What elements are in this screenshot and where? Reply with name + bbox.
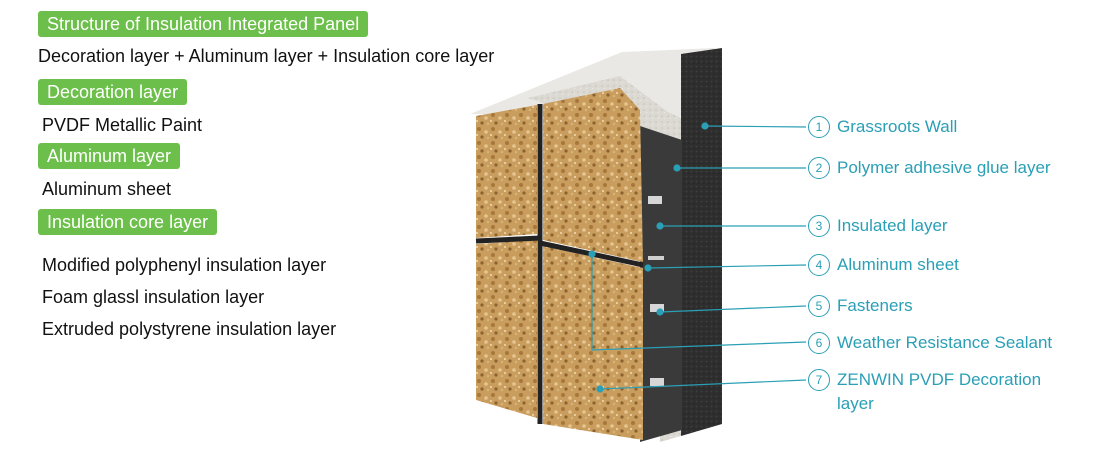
leader-line-6: [591, 254, 807, 351]
callout-number: 4: [808, 254, 830, 276]
callout-weather-sealant: 6 Weather Resistance Sealant: [808, 331, 1052, 355]
callout-label: Polymer adhesive glue layer: [837, 158, 1051, 177]
callout-label: Fasteners: [837, 296, 913, 315]
callout-label: Weather Resistance Sealant: [837, 333, 1053, 352]
leader-line-5: [659, 305, 807, 313]
callout-label: ZENWIN PVDF Decoration layer: [837, 370, 1042, 413]
callout-number: 1: [808, 116, 830, 138]
section-item-pvdf: PVDF Metallic Paint: [42, 115, 203, 135]
leader-dot-7: [596, 385, 604, 393]
callout-polymer-adhesive: 2 Polymer adhesive glue layer: [808, 156, 1051, 180]
diagram-title: Structure of Insulation Integrated Panel: [38, 11, 369, 37]
section-heading-insulation: Insulation core layer: [38, 209, 218, 235]
leader-line-4: [647, 264, 807, 269]
sealant-joint-horizontal-left: [475, 235, 541, 244]
callout-fasteners: 5 Fasteners: [808, 294, 913, 318]
fastener-mark-3: [650, 304, 664, 312]
section-item-aluminum-sheet: Aluminum sheet: [42, 179, 172, 199]
decoration-panel-top-left: [476, 105, 537, 238]
grassroots-wall-front: [681, 48, 722, 436]
decoration-panel-top-right: [543, 88, 643, 262]
callout-label: Grassroots Wall: [837, 117, 958, 136]
leader-dot-5: [656, 308, 664, 316]
callout-grassroots-wall: 1 Grassroots Wall: [808, 115, 957, 139]
insulated-layer: [640, 126, 682, 442]
section-heading-aluminum: Aluminum layer: [38, 143, 181, 169]
callout-label: Aluminum sheet: [837, 255, 959, 274]
decoration-panel-bottom-right: [543, 246, 643, 440]
callout-number: 2: [808, 157, 830, 179]
callout-insulated-layer: 3 Insulated layer: [808, 214, 948, 238]
section-item-modified-polyphenyl: Modified polyphenyl insulation layer: [42, 255, 327, 275]
callout-label: Insulated layer: [837, 216, 948, 235]
decoration-panel-bottom-left: [476, 240, 537, 418]
leader-dot-2: [673, 164, 681, 172]
section-item-extruded-polystyrene: Extruded polystyrene insulation layer: [42, 319, 337, 339]
fastener-mark-4: [650, 378, 664, 386]
callout-number: 6: [808, 332, 830, 354]
leader-dot-1: [701, 122, 709, 130]
layer-formula: Decoration layer + Aluminum layer + Insu…: [38, 46, 495, 66]
leader-line-1: [704, 125, 807, 128]
leader-dot-3: [656, 222, 664, 230]
callout-number: 5: [808, 295, 830, 317]
leader-dot-6: [588, 250, 596, 258]
section-heading-decoration: Decoration layer: [38, 79, 188, 105]
leader-dot-4: [644, 264, 652, 272]
leader-line-7: [599, 379, 807, 390]
fastener-mark-2: [648, 256, 664, 260]
callout-aluminum-sheet: 4 Aluminum sheet: [808, 253, 959, 277]
callout-pvdf-decoration: 7 ZENWIN PVDF Decoration layer: [808, 368, 1068, 416]
callout-number: 3: [808, 215, 830, 237]
section-item-foam-glass: Foam glassl insulation layer: [42, 287, 265, 307]
callout-number: 7: [808, 369, 830, 391]
fastener-mark-1: [648, 196, 662, 204]
